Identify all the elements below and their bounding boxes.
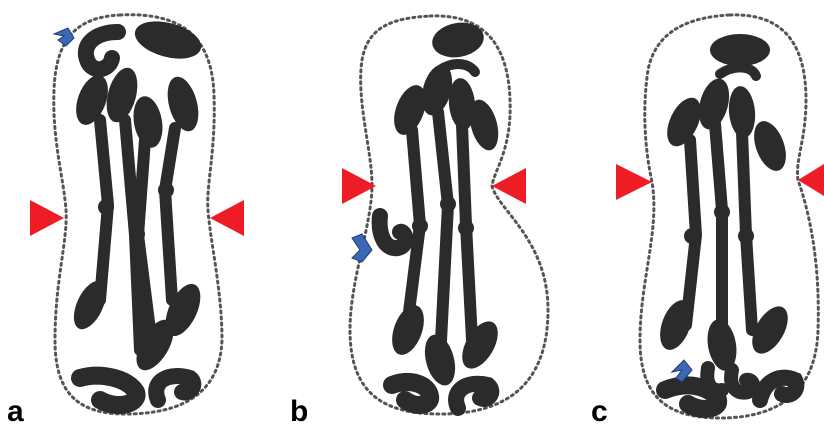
- chromosome-hook: [86, 32, 118, 69]
- chromosome-hook: [392, 382, 430, 405]
- chromosome-cap: [710, 34, 770, 66]
- red-triangle-icon: [210, 200, 244, 236]
- blue-chevron-icon: [54, 28, 74, 46]
- chromosome-head: [386, 301, 430, 359]
- chromosome-hook: [731, 370, 753, 393]
- chromosome-head: [162, 73, 204, 134]
- chromosome-head: [748, 117, 792, 175]
- chromosome-hook: [720, 67, 756, 76]
- chromosome-hook: [80, 376, 136, 405]
- chromosome-hook: [707, 368, 722, 390]
- chromosome-cap: [131, 15, 205, 65]
- panel-b: [342, 16, 548, 414]
- panel-label-b: b: [290, 397, 308, 427]
- red-triangle-icon: [616, 164, 652, 200]
- panel-label-c: c: [591, 397, 608, 427]
- chromosome-head: [455, 315, 505, 374]
- red-triangle-icon: [30, 200, 64, 236]
- chromosome-hook: [456, 384, 491, 408]
- lagging-chromosome: [380, 216, 406, 248]
- panel-a: [30, 15, 244, 414]
- chromosome-hook: [156, 376, 193, 400]
- panel-label-a: a: [7, 397, 24, 427]
- chromosome-hook: [760, 378, 796, 400]
- panel-c: [616, 15, 824, 418]
- blue-chevron-icon: [352, 234, 372, 262]
